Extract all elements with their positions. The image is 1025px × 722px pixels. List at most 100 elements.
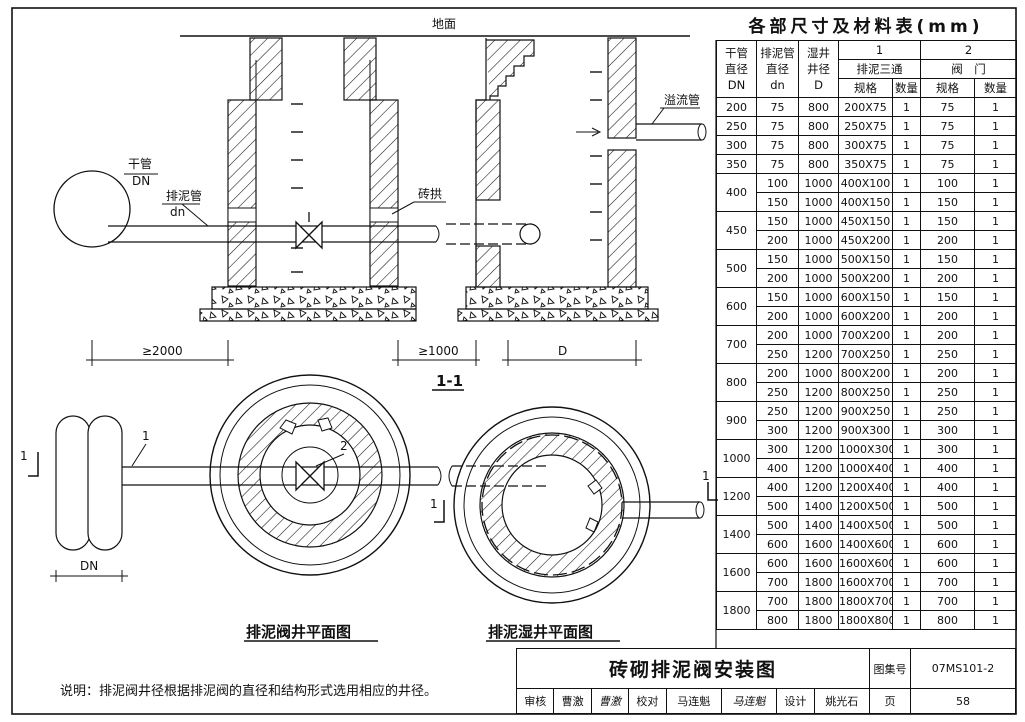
cell-tq: 1: [891, 249, 922, 269]
cell-vq: 1: [974, 591, 1018, 611]
cell-DN: 1000: [716, 439, 757, 478]
cell-D: 1200: [798, 439, 839, 459]
cell-valve: 75: [920, 116, 976, 136]
cell-vq: 1: [974, 135, 1018, 155]
cell-valve: 200: [920, 325, 976, 345]
cell-tee: 450X200: [838, 230, 893, 250]
section-mark-wet-left: 1: [430, 497, 438, 511]
cell-vq: 1: [974, 287, 1018, 307]
cell-tee: 1600X600: [838, 553, 893, 573]
cell-tee: 1600X700: [838, 572, 893, 592]
note-text: 说明：排泥阀井径根据排泥阀的直径和结构形式选用相应的井径。: [60, 684, 438, 699]
cell-dn: 75: [756, 154, 799, 174]
cell-D: 1000: [798, 268, 839, 288]
cell-D: 1000: [798, 230, 839, 250]
cell-valve: 800: [920, 610, 976, 630]
cell-vq: 1: [974, 173, 1018, 193]
cell-dn: 250: [756, 344, 799, 364]
cell-vq: 1: [974, 154, 1018, 174]
section-mark-right: 1: [702, 469, 710, 483]
cell-D: 1000: [798, 363, 839, 383]
cell-dn: 300: [756, 420, 799, 440]
cell-D: 1800: [798, 610, 839, 630]
cell-tq: 1: [891, 287, 922, 307]
cell-DN: 1200: [716, 477, 757, 516]
col-item1-no: 1: [837, 40, 922, 60]
cell-tq: 1: [891, 382, 922, 402]
wet-well-plan-title: 排泥湿井平面图: [488, 623, 593, 641]
cell-tq: 1: [891, 534, 922, 554]
cell-tee: 1200X400: [838, 477, 893, 497]
dim-2000-label: ≥2000: [142, 344, 183, 358]
cell-tq: 1: [891, 496, 922, 516]
cell-dn: 500: [756, 496, 799, 516]
cell-tee: 200X75: [838, 97, 893, 117]
cell-vq: 1: [974, 268, 1018, 288]
cell-tq: 1: [891, 135, 922, 155]
cell-tee: 900X300: [838, 420, 893, 440]
cell-vq: 1: [974, 572, 1018, 592]
cell-tq: 1: [891, 591, 922, 611]
cell-tee: 1400X600: [838, 534, 893, 554]
cell-DN: 350: [716, 154, 757, 174]
cell-D: 1000: [798, 306, 839, 326]
cell-tee: 700X250: [838, 344, 893, 364]
cell-vq: 1: [974, 211, 1018, 231]
cell-tee: 1000X400: [838, 458, 893, 478]
cell-DN: 200: [716, 97, 757, 117]
cell-DN: 250: [716, 116, 757, 136]
cell-DN: 800: [716, 363, 757, 402]
cell-D: 1800: [798, 591, 839, 611]
cell-valve: 150: [920, 211, 976, 231]
cell-valve: 150: [920, 287, 976, 307]
drain-pipe-dn-label: dn: [170, 205, 185, 219]
cell-tq: 1: [891, 477, 922, 497]
cell-tq: 1: [891, 116, 922, 136]
cell-vq: 1: [974, 306, 1018, 326]
cell-D: 1000: [798, 192, 839, 212]
cell-valve: 200: [920, 306, 976, 326]
cell-D: 1200: [798, 477, 839, 497]
cell-vq: 1: [974, 97, 1018, 117]
cell-dn: 75: [756, 97, 799, 117]
page-no: 58: [910, 688, 1016, 714]
section-title: 1-1: [436, 372, 463, 390]
cell-dn: 250: [756, 382, 799, 402]
title-block: 砖砌排泥阀安装图 图集号 07MS101-2 审核 曹激 曹激 校对 马连魁 马…: [515, 648, 1016, 714]
col-valve-spec: 规格: [920, 78, 976, 98]
cell-dn: 300: [756, 439, 799, 459]
cell-valve: 100: [920, 173, 976, 193]
check-name: 马连魁: [665, 688, 722, 714]
cell-vq: 1: [974, 192, 1018, 212]
wet-well-plan: 1 1 排泥湿井平面图: [430, 406, 718, 642]
cell-dn: 700: [756, 572, 799, 592]
cell-vq: 1: [974, 496, 1018, 516]
cell-tee: 800X200: [838, 363, 893, 383]
col-item2-no: 2: [920, 40, 1018, 60]
atlas-no: 07MS101-2: [910, 648, 1016, 689]
cell-dn: 75: [756, 135, 799, 155]
cell-tq: 1: [891, 344, 922, 364]
cell-tq: 1: [891, 325, 922, 345]
cell-tq: 1: [891, 401, 922, 421]
cell-tq: 1: [891, 572, 922, 592]
cell-vq: 1: [974, 382, 1018, 402]
cell-DN: 900: [716, 401, 757, 440]
section-mark-left: 1: [20, 449, 28, 463]
design-name: 姚光石: [813, 688, 871, 714]
cell-DN: 1600: [716, 553, 757, 592]
